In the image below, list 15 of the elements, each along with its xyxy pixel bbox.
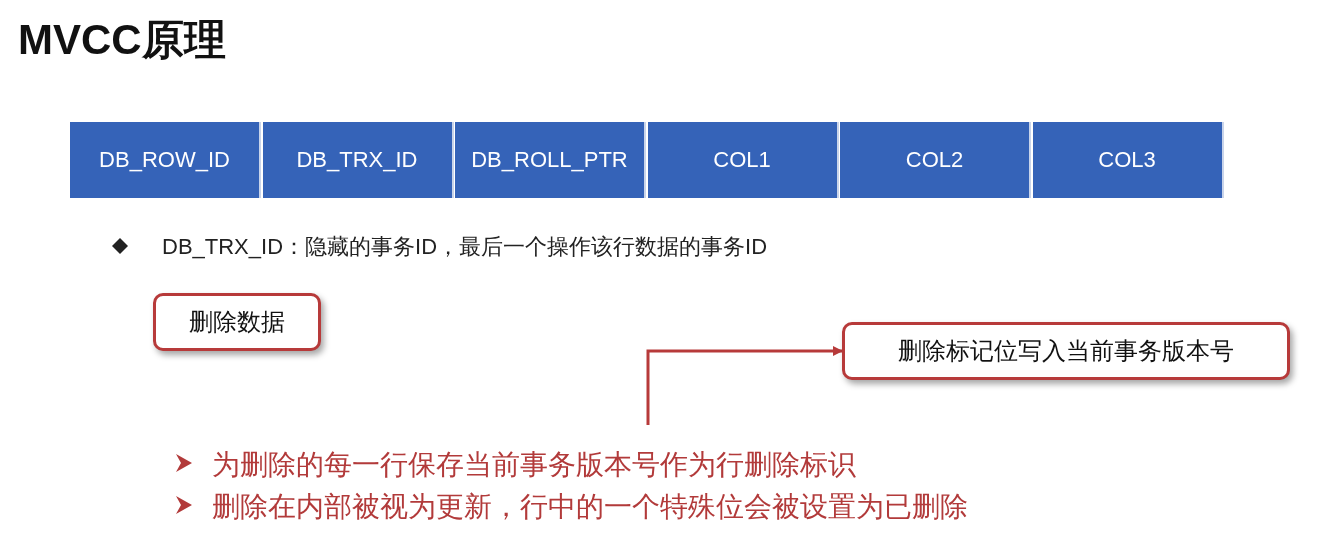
callout-text: 删除数据 bbox=[189, 307, 285, 337]
note-text: DB_TRX_ID：隐藏的事务ID，最后一个操作该行数据的事务ID bbox=[162, 233, 768, 261]
callout-box bbox=[153, 293, 321, 351]
callout-text: 删除标记位写入当前事务版本号 bbox=[898, 336, 1234, 366]
table-header-cell: DB_ROW_ID bbox=[70, 122, 261, 198]
arrow bbox=[646, 346, 843, 425]
table-header-cell: COL3 bbox=[1032, 122, 1224, 198]
table-header-cell: COL1 bbox=[647, 122, 839, 198]
table-header-cell: DB_TRX_ID bbox=[262, 122, 454, 198]
bullet-text: 为删除的每一行保存当前事务版本号作为行删除标识 bbox=[212, 448, 856, 482]
table-header-cell: DB_ROLL_PTR bbox=[455, 122, 646, 198]
callout-box bbox=[842, 322, 1290, 380]
slide-title: MVCC原理 bbox=[18, 15, 226, 65]
table-header-cell: COL2 bbox=[840, 122, 1031, 198]
bullet-text: 删除在内部被视为更新，行中的一个特殊位会被设置为已删除 bbox=[212, 490, 968, 524]
